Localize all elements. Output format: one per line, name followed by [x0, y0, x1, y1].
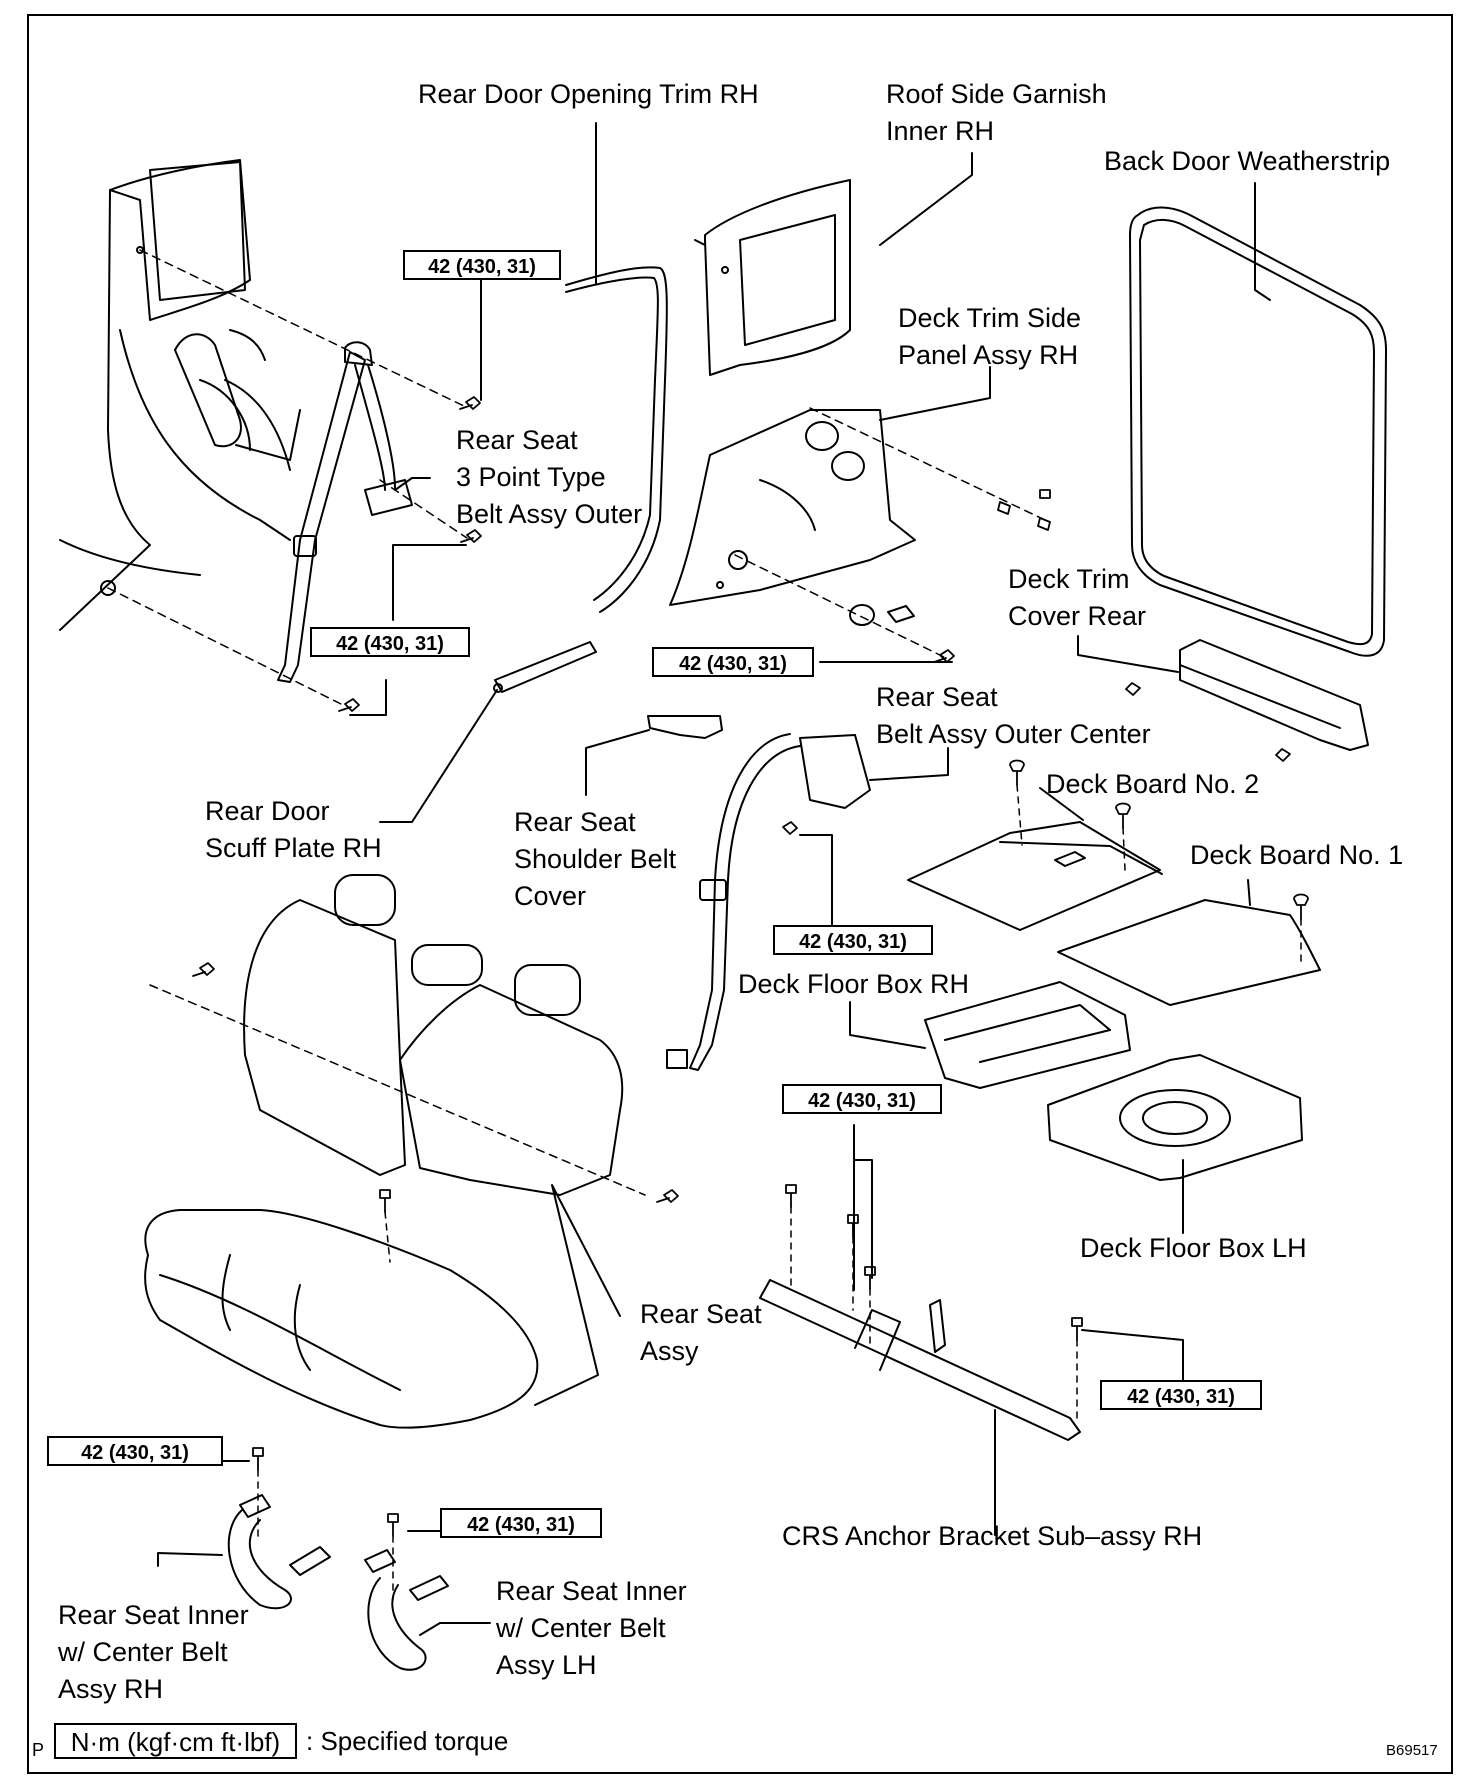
diagram-frame: [27, 14, 1453, 1774]
torque-box: 42 (430, 31): [773, 925, 933, 955]
back-door-weatherstrip-illustration: [1129, 206, 1387, 657]
torque-box: 42 (430, 31): [47, 1436, 223, 1466]
label-back-door-weatherstrip: Back Door Weatherstrip: [1104, 146, 1391, 176]
label-deck-floor-box-lh: Deck Floor Box LH: [1080, 1233, 1307, 1263]
legend-text: : Specified torque: [306, 1726, 509, 1756]
deck-board-no2-illustration: [907, 821, 1163, 931]
rear-seat-back-illustration: [243, 874, 624, 1196]
deck-floor-box-rh-illustration: [924, 981, 1131, 1089]
deck-floor-box-lh-illustration: [1047, 1054, 1303, 1181]
torque-box: 42 (430, 31): [440, 1508, 602, 1538]
figure-id: B69517: [1386, 1742, 1438, 1759]
rear-door-scuff-plate-illustration: [493, 641, 597, 693]
label-rear-door-opening-trim: Rear Door Opening Trim RH: [418, 79, 759, 109]
torque-box: 42 (430, 31): [1100, 1380, 1262, 1410]
corner-mark: P: [32, 1740, 45, 1760]
rear-seat-cushion-illustration: [144, 1209, 539, 1429]
deck-trim-side-panel-illustration: [669, 409, 916, 606]
rear-door-opening-trim-illustration: [565, 266, 668, 613]
label-deck-board-no1: Deck Board No. 1: [1190, 840, 1404, 870]
rear-seat-inner-lh-illustration: [364, 1549, 449, 1671]
rear-seat-inner-rh-illustration: [227, 1494, 331, 1610]
roof-side-garnish-illustration: [694, 179, 851, 376]
drop-lines: [257, 784, 1302, 1601]
deck-trim-cover-rear-illustration: [1179, 639, 1369, 751]
label-crs-anchor-bracket: CRS Anchor Bracket Sub–assy RH: [782, 1521, 1203, 1551]
label-deck-floor-box-rh: Deck Floor Box RH: [738, 969, 970, 999]
rear-seat-3pt-belt-illustration: [277, 341, 413, 683]
torque-box: 42 (430, 31): [652, 647, 814, 677]
shoulder-belt-cover-illustration: [647, 715, 723, 739]
rear-seat-belt-outer-center-illustration: [666, 733, 871, 1071]
label-deck-board-no2: Deck Board No. 2: [1046, 769, 1260, 799]
torque-box: 42 (430, 31): [403, 250, 561, 280]
leader-lines: [157, 122, 1271, 1636]
torque-box: 42 (430, 31): [310, 627, 470, 657]
body-quarter-panel: [59, 159, 301, 631]
crs-anchor-bracket-illustration: [759, 1279, 1081, 1441]
legend-unit-box: N·m (kgf·cm ft·lbf): [54, 1723, 297, 1759]
torque-box: 42 (430, 31): [782, 1084, 942, 1114]
deck-board-no1-illustration: [1057, 899, 1321, 1006]
bolt-set: [192, 396, 1309, 1537]
panel-clips: [849, 604, 915, 626]
